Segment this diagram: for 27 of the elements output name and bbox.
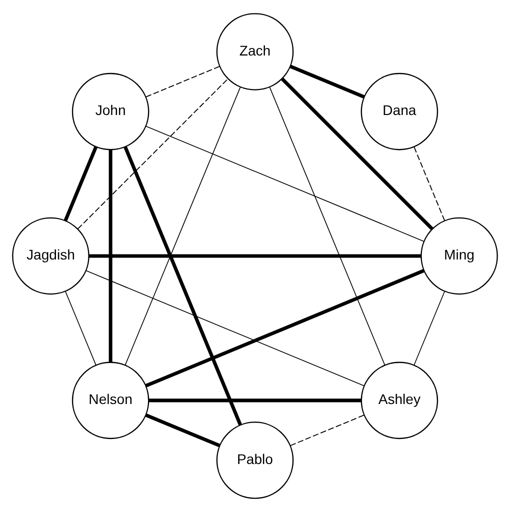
node-circle: Nelson [72,362,150,440]
connector [108,150,112,362]
connector [290,414,364,446]
connector [414,146,446,222]
node-circle: Ming [420,217,498,295]
connector [86,270,364,386]
node-circle: Pablo [216,422,294,499]
node-circle: Zach [216,13,294,90]
connector [64,290,96,366]
node-circle: Dana [360,72,438,150]
connector [148,398,362,402]
node-circle: John [72,72,150,150]
connector [290,64,365,98]
node-circle: Jagdish [12,217,90,295]
connector [77,78,229,230]
node-circle: Ashley [360,362,438,440]
connector [280,77,434,230]
connector [414,291,445,366]
connector [88,254,422,258]
connector [146,126,424,242]
connector [145,414,220,448]
connector [124,86,241,366]
connector [64,146,98,222]
connector [124,146,242,426]
connector [269,86,386,366]
connector [145,269,424,388]
connector [145,66,220,98]
